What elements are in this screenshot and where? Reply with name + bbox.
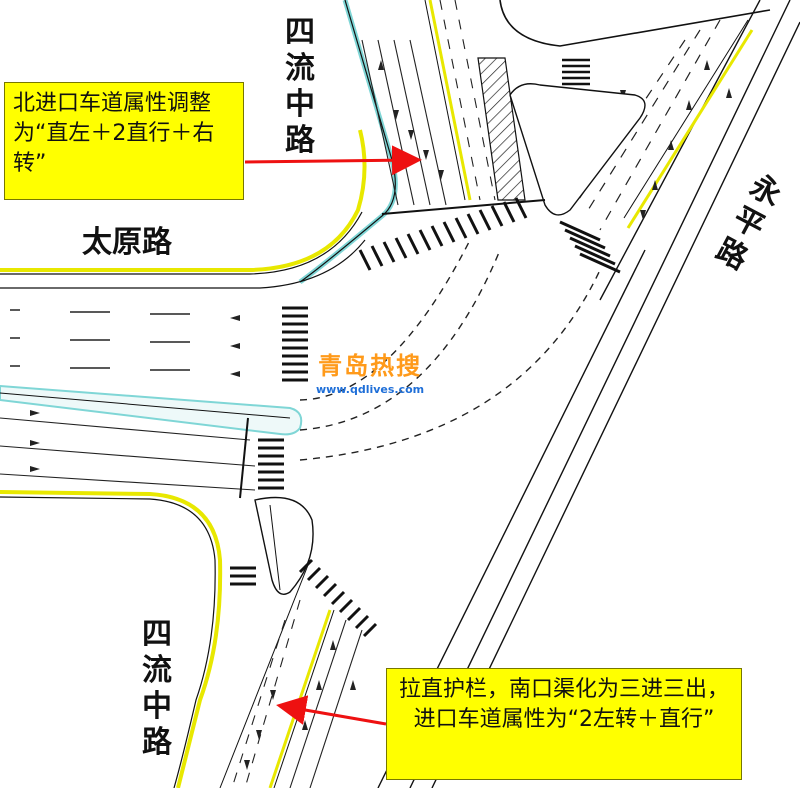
south-callout-arrow — [276, 695, 387, 726]
taiyuan-road — [0, 129, 367, 788]
yongping-road — [377, 0, 800, 788]
road-label-char: 中 — [285, 87, 315, 122]
road-label-char: 中 — [142, 689, 172, 724]
turn-guide-lines — [299, 239, 601, 461]
road-label-sili-north-text: 四流中路 — [283, 18, 317, 156]
road-label-taiyuan: 太原路 — [82, 225, 172, 260]
sili-north-road — [298, 0, 646, 285]
south-entrance-note: 拉直护栏，南口渠化为三进三出，进口车道属性为“2左转＋直行” — [386, 668, 742, 780]
north-callout-arrow — [244, 145, 422, 176]
watermark: 青岛热搜 www.qdlives.com — [316, 346, 424, 396]
road-label-char: 四 — [285, 15, 315, 50]
watermark-url: www.qdlives.com — [316, 383, 425, 396]
road-label-sili-south-text: 四流中路 — [140, 620, 174, 758]
road-label-sili-north: 四流中路 — [283, 18, 317, 162]
north-entrance-note: 北进口车道属性调整为“直左＋2直行＋右转” — [4, 82, 244, 200]
road-label-sili-south: 四流中路 — [140, 620, 174, 764]
road-label-char: 流 — [142, 653, 172, 688]
road-label-char: 四 — [142, 617, 172, 652]
watermark-title: 青岛热搜 — [318, 352, 423, 380]
sili-south-road — [219, 496, 378, 788]
road-label-char: 流 — [285, 51, 315, 86]
road-label-char: 路 — [142, 725, 172, 760]
road-label-char: 路 — [285, 123, 315, 158]
